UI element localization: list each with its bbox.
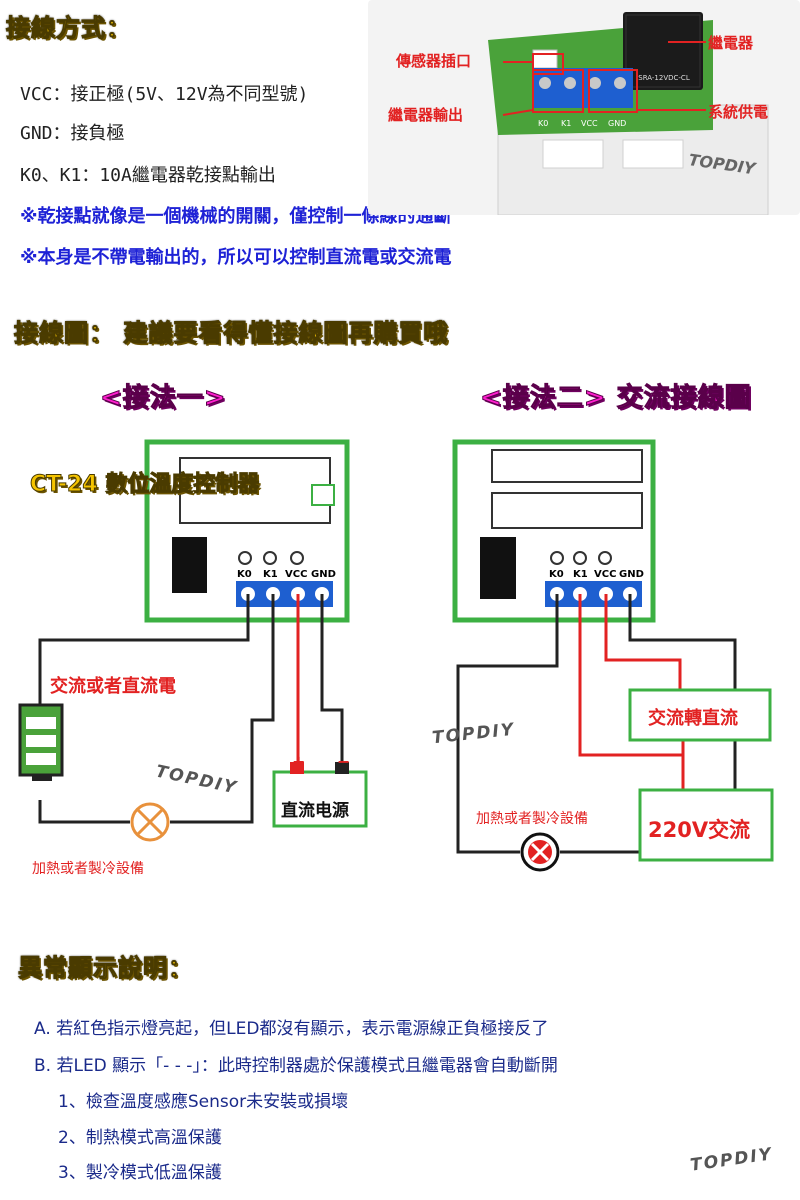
product-photo-drawing: SRA-12VDC-CL K0 K1 VCC GND 傳感器插口 繼電器輸出 繼… [388,12,769,216]
label-system-power: 系統供電 [708,103,768,121]
error-item-b: B. 若LED 顯示「- - -」：此時控制器處於保護模式且繼電器會自動斷開 [34,1056,558,1076]
m2-terminal-k1: K1 [573,569,588,580]
m2-converter-label: 交流轉直流 [648,708,738,729]
spec-k0-k1: K0、K1：10A繼電器乾接點輸出 [20,165,276,186]
m1-terminal-gnd: GND [311,569,336,580]
photo-terminal-gnd: GND [608,119,626,128]
m1-dc-supply-label: 直流电源 [281,801,349,821]
m1-source-label: 交流或者直流電 [50,676,176,697]
spec-vcc: VCC：接正極(5V、12V為不同型號) [20,84,309,105]
m1-device-label: 加熱或者製冷設備 [32,861,144,877]
photo-terminal-k1: K1 [561,119,571,128]
m2-terminal-vcc: VCC [594,569,616,580]
note-no-power-output: ※本身是不帶電輸出的，所以可以控制直流電或交流電 [20,247,452,268]
m2-ac-label: 220V交流 [648,818,751,842]
label-relay-output: 繼電器輸出 [388,106,463,124]
m2-device-label: 加熱或者製冷設備 [476,811,588,827]
m1-terminal-k0: K0 [237,569,252,580]
m1-terminal-vcc: VCC [285,569,307,580]
m2-terminal-k0: K0 [549,569,564,580]
m2-terminal-gnd: GND [619,569,644,580]
photo-terminal-k0: K0 [538,119,548,128]
label-sensor-port: 傳感器插口 [395,52,471,70]
error-display-title: 異常顯示說明： [18,954,193,983]
wiring-diagram-title: 接線圖： 建議要看得懂接線圖再購買哦 [13,319,449,348]
photo-terminal-vcc: VCC [581,119,598,128]
error-watermark: TOPDIY [689,1144,775,1176]
method2-diagram: K0 K1 VCC GND [452,439,774,872]
error-item-a: A. 若紅色指示燈亮起，但LED都沒有顯示，表示電源線正負極接反了 [34,1019,549,1039]
device-name-label: CT-24 數位溫度控制器 [29,472,260,498]
wiring-method-title: 接線方式： [6,14,131,43]
m1-plus-label: + [292,752,306,771]
method1-title: <接法一> [100,383,227,414]
m1-minus-label: − [337,752,351,771]
spec-gnd: GND：接負極 [20,123,125,144]
wiring-diagrams: K0 K1 VCC GND K0 K1 [18,439,774,872]
label-relay: 繼電器 [708,34,754,52]
m1-terminal-k1: K1 [263,569,278,580]
error-check-1: 1、檢查溫度感應Sensor未安裝或損壞 [58,1092,349,1112]
error-check-2: 2、制熱模式高溫保護 [58,1128,222,1148]
relay-text: SRA-12VDC-CL [638,74,690,82]
product-photo: SRA-12VDC-CL K0 K1 VCC GND 傳感器插口 繼電器輸出 繼… [368,0,800,216]
method2-title: <接法二> 交流接線圖 [480,383,752,414]
method1-diagram: K0 K1 VCC GND [18,439,368,842]
error-check-3: 3、製冷模式低溫保護 [58,1163,222,1183]
note-dry-contact: ※乾接點就像是一個機械的開關，僅控制一條線的通斷 [20,206,452,227]
